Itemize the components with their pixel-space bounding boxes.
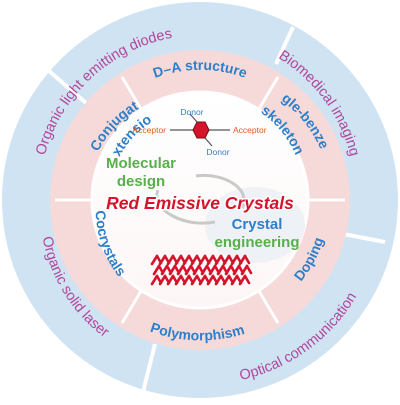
benzene-hexagon	[192, 121, 210, 139]
cycle-arrow-left	[155, 189, 216, 225]
molecular-design-line2: design	[117, 173, 165, 190]
packing-molecule	[206, 254, 215, 266]
packing-molecule	[158, 254, 167, 266]
crystal-engineering-line2: engineering	[214, 234, 299, 251]
packing-molecule	[168, 264, 177, 276]
packing-molecule	[243, 274, 251, 285]
packing-molecule	[150, 274, 159, 286]
molecule-acceptor-left: Acceptor	[132, 125, 166, 135]
packing-molecule	[198, 274, 207, 286]
packing-molecule	[214, 274, 223, 286]
packing-molecule	[238, 274, 247, 286]
middle-divider	[120, 290, 143, 324]
packing-molecule	[222, 254, 231, 266]
molecule-acceptor-right: Acceptor	[233, 125, 267, 135]
packing-molecule	[192, 264, 201, 276]
molecule-donor-bottom: Donor	[206, 147, 229, 157]
middle-divider	[120, 76, 143, 110]
packing-molecule	[166, 274, 175, 286]
packing-molecule	[190, 274, 199, 286]
packing-molecule	[240, 264, 249, 276]
center-title: Red Emissive Crystals	[106, 193, 294, 213]
packing-molecule	[184, 264, 193, 276]
packing-molecule	[182, 274, 191, 286]
inner-shade	[205, 187, 305, 263]
packing-molecule	[222, 274, 231, 286]
outer-divider	[141, 343, 157, 393]
packing-molecule	[230, 254, 239, 266]
bond-top	[189, 113, 198, 123]
packing-molecule	[158, 274, 167, 286]
packing-molecule	[238, 254, 247, 266]
packing-molecule	[190, 254, 199, 266]
packing-molecule	[176, 264, 185, 276]
packing-molecule	[166, 254, 175, 266]
packing-molecule	[174, 254, 183, 266]
packing-molecule	[182, 254, 191, 266]
molecular-design-line1: Molecular	[106, 155, 176, 172]
packing-molecule	[216, 264, 225, 276]
packing-molecule	[152, 264, 161, 276]
packing-molecule	[243, 254, 251, 265]
packing-molecule	[174, 274, 183, 286]
packing-molecule	[206, 274, 215, 286]
packing-molecule	[208, 264, 217, 276]
crystal-engineering-line1: Crystal	[232, 216, 283, 233]
packing-molecule	[232, 264, 241, 276]
packing-molecule	[160, 264, 169, 276]
middle-divider	[257, 76, 280, 110]
bond-bottom	[204, 137, 213, 147]
outer-divider	[274, 26, 295, 65]
outer-divider	[47, 69, 88, 105]
molecule-donor-top: Donor	[180, 107, 203, 117]
packing-molecule	[198, 254, 207, 266]
cycle-arrow-right	[195, 173, 246, 209]
crystal-packing-pattern	[150, 254, 253, 286]
middle-divider	[257, 290, 280, 324]
packing-molecule	[200, 264, 209, 276]
packing-molecule	[214, 254, 223, 266]
packing-molecule	[224, 264, 233, 276]
packing-molecule	[245, 264, 253, 275]
packing-molecule	[150, 254, 159, 266]
packing-molecule	[230, 274, 239, 286]
